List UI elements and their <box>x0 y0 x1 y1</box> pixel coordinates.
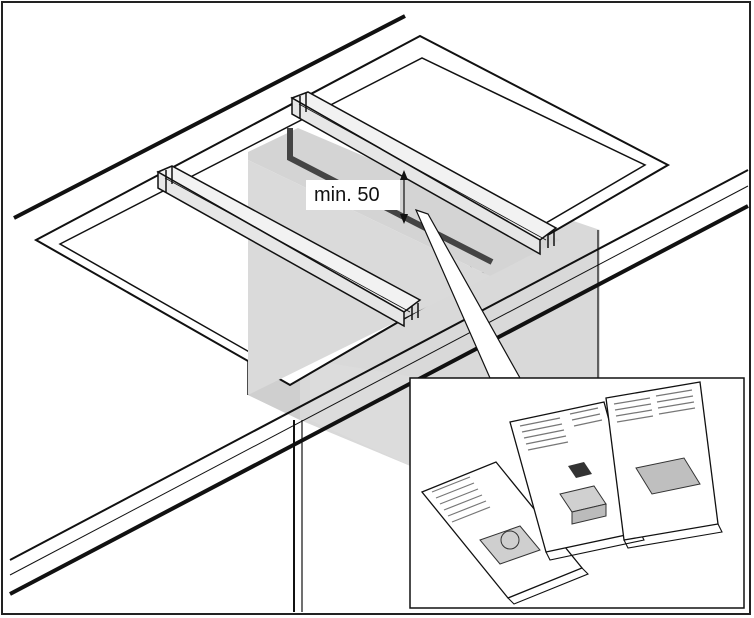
dimension-arrow <box>400 170 408 224</box>
booklet-3 <box>605 381 723 549</box>
mounting-rail-front <box>156 165 422 328</box>
countertop-back-edge <box>13 14 406 220</box>
countertop-front-edge-bottom <box>9 204 749 596</box>
countertop-front-edge-mid <box>9 185 749 576</box>
dimension-label: min. 50 <box>306 180 400 210</box>
booklet-2 <box>509 401 645 561</box>
mounting-rail-back <box>290 91 558 256</box>
countertop-front-edge-top <box>9 169 749 561</box>
booklet-1 <box>420 461 589 605</box>
cabinet-lower-shade <box>310 360 420 470</box>
